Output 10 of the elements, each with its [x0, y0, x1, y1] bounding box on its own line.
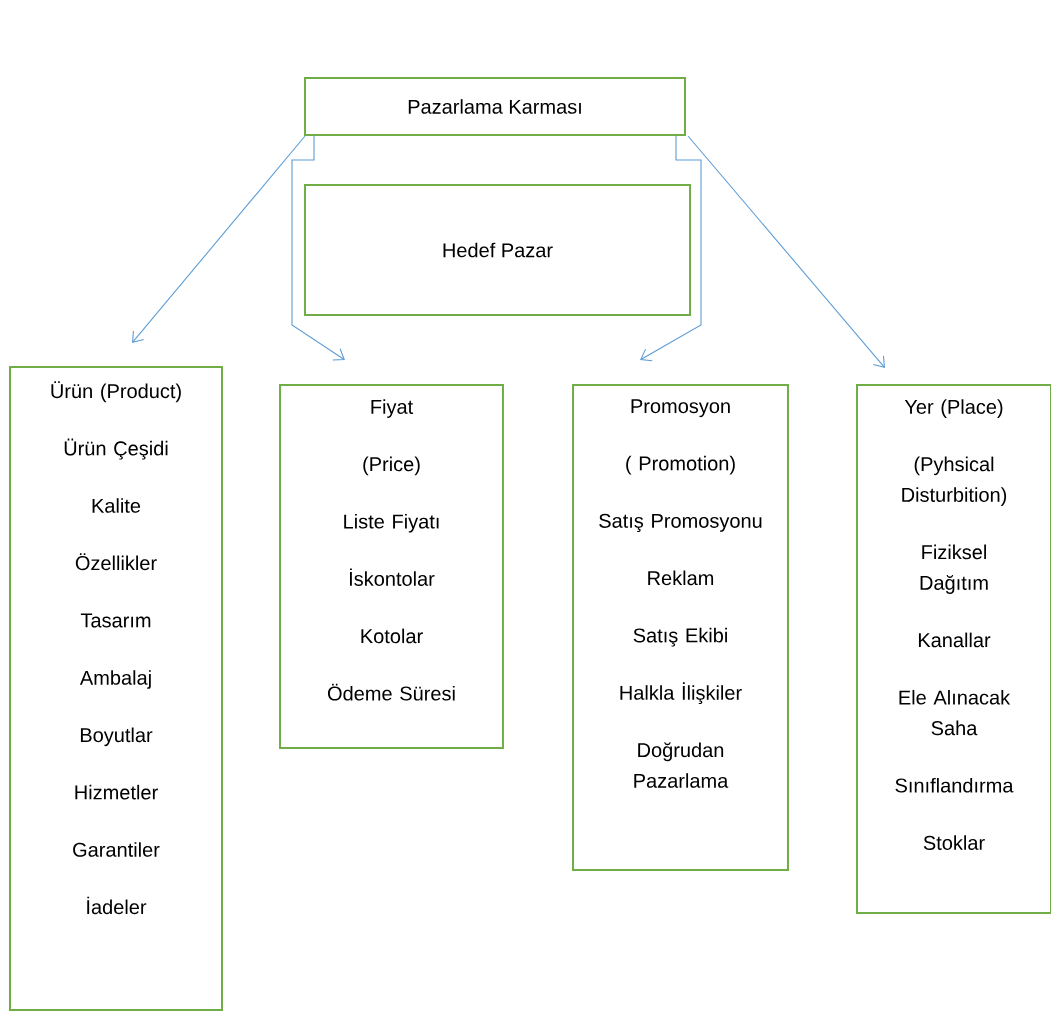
arrow: [640, 135, 702, 362]
list-box: Fiyat (Price) Liste Fiyatı İskontolar Kotolar Ödeme Süresi: [279, 384, 504, 749]
list-box: Promosyon ( Promotion) Satış Promosyonu Reklam Satış Ekibi Halkla İlişkiler Doğrudan Pazarlama: [572, 383, 789, 872]
title-box: Pazarlama Karması: [304, 76, 686, 137]
arrow: [132, 135, 306, 343]
arrow: [687, 135, 885, 368]
title-box: Hedef Pazar: [303, 184, 692, 316]
list-box: Ürün (Product) Ürün Çeşidi Kalite Özellikler Tasarım Ambalaj Boyutlar Hizmetler Garantiler İadeler: [9, 366, 223, 1011]
arrow: [291, 135, 345, 361]
list-box: Yer (Place) (Pyhsical Disturbition) Fiziksel Dağıtım Kanallar Ele Alınacak Saha Sınıflandırma Stoklar: [856, 384, 1051, 914]
